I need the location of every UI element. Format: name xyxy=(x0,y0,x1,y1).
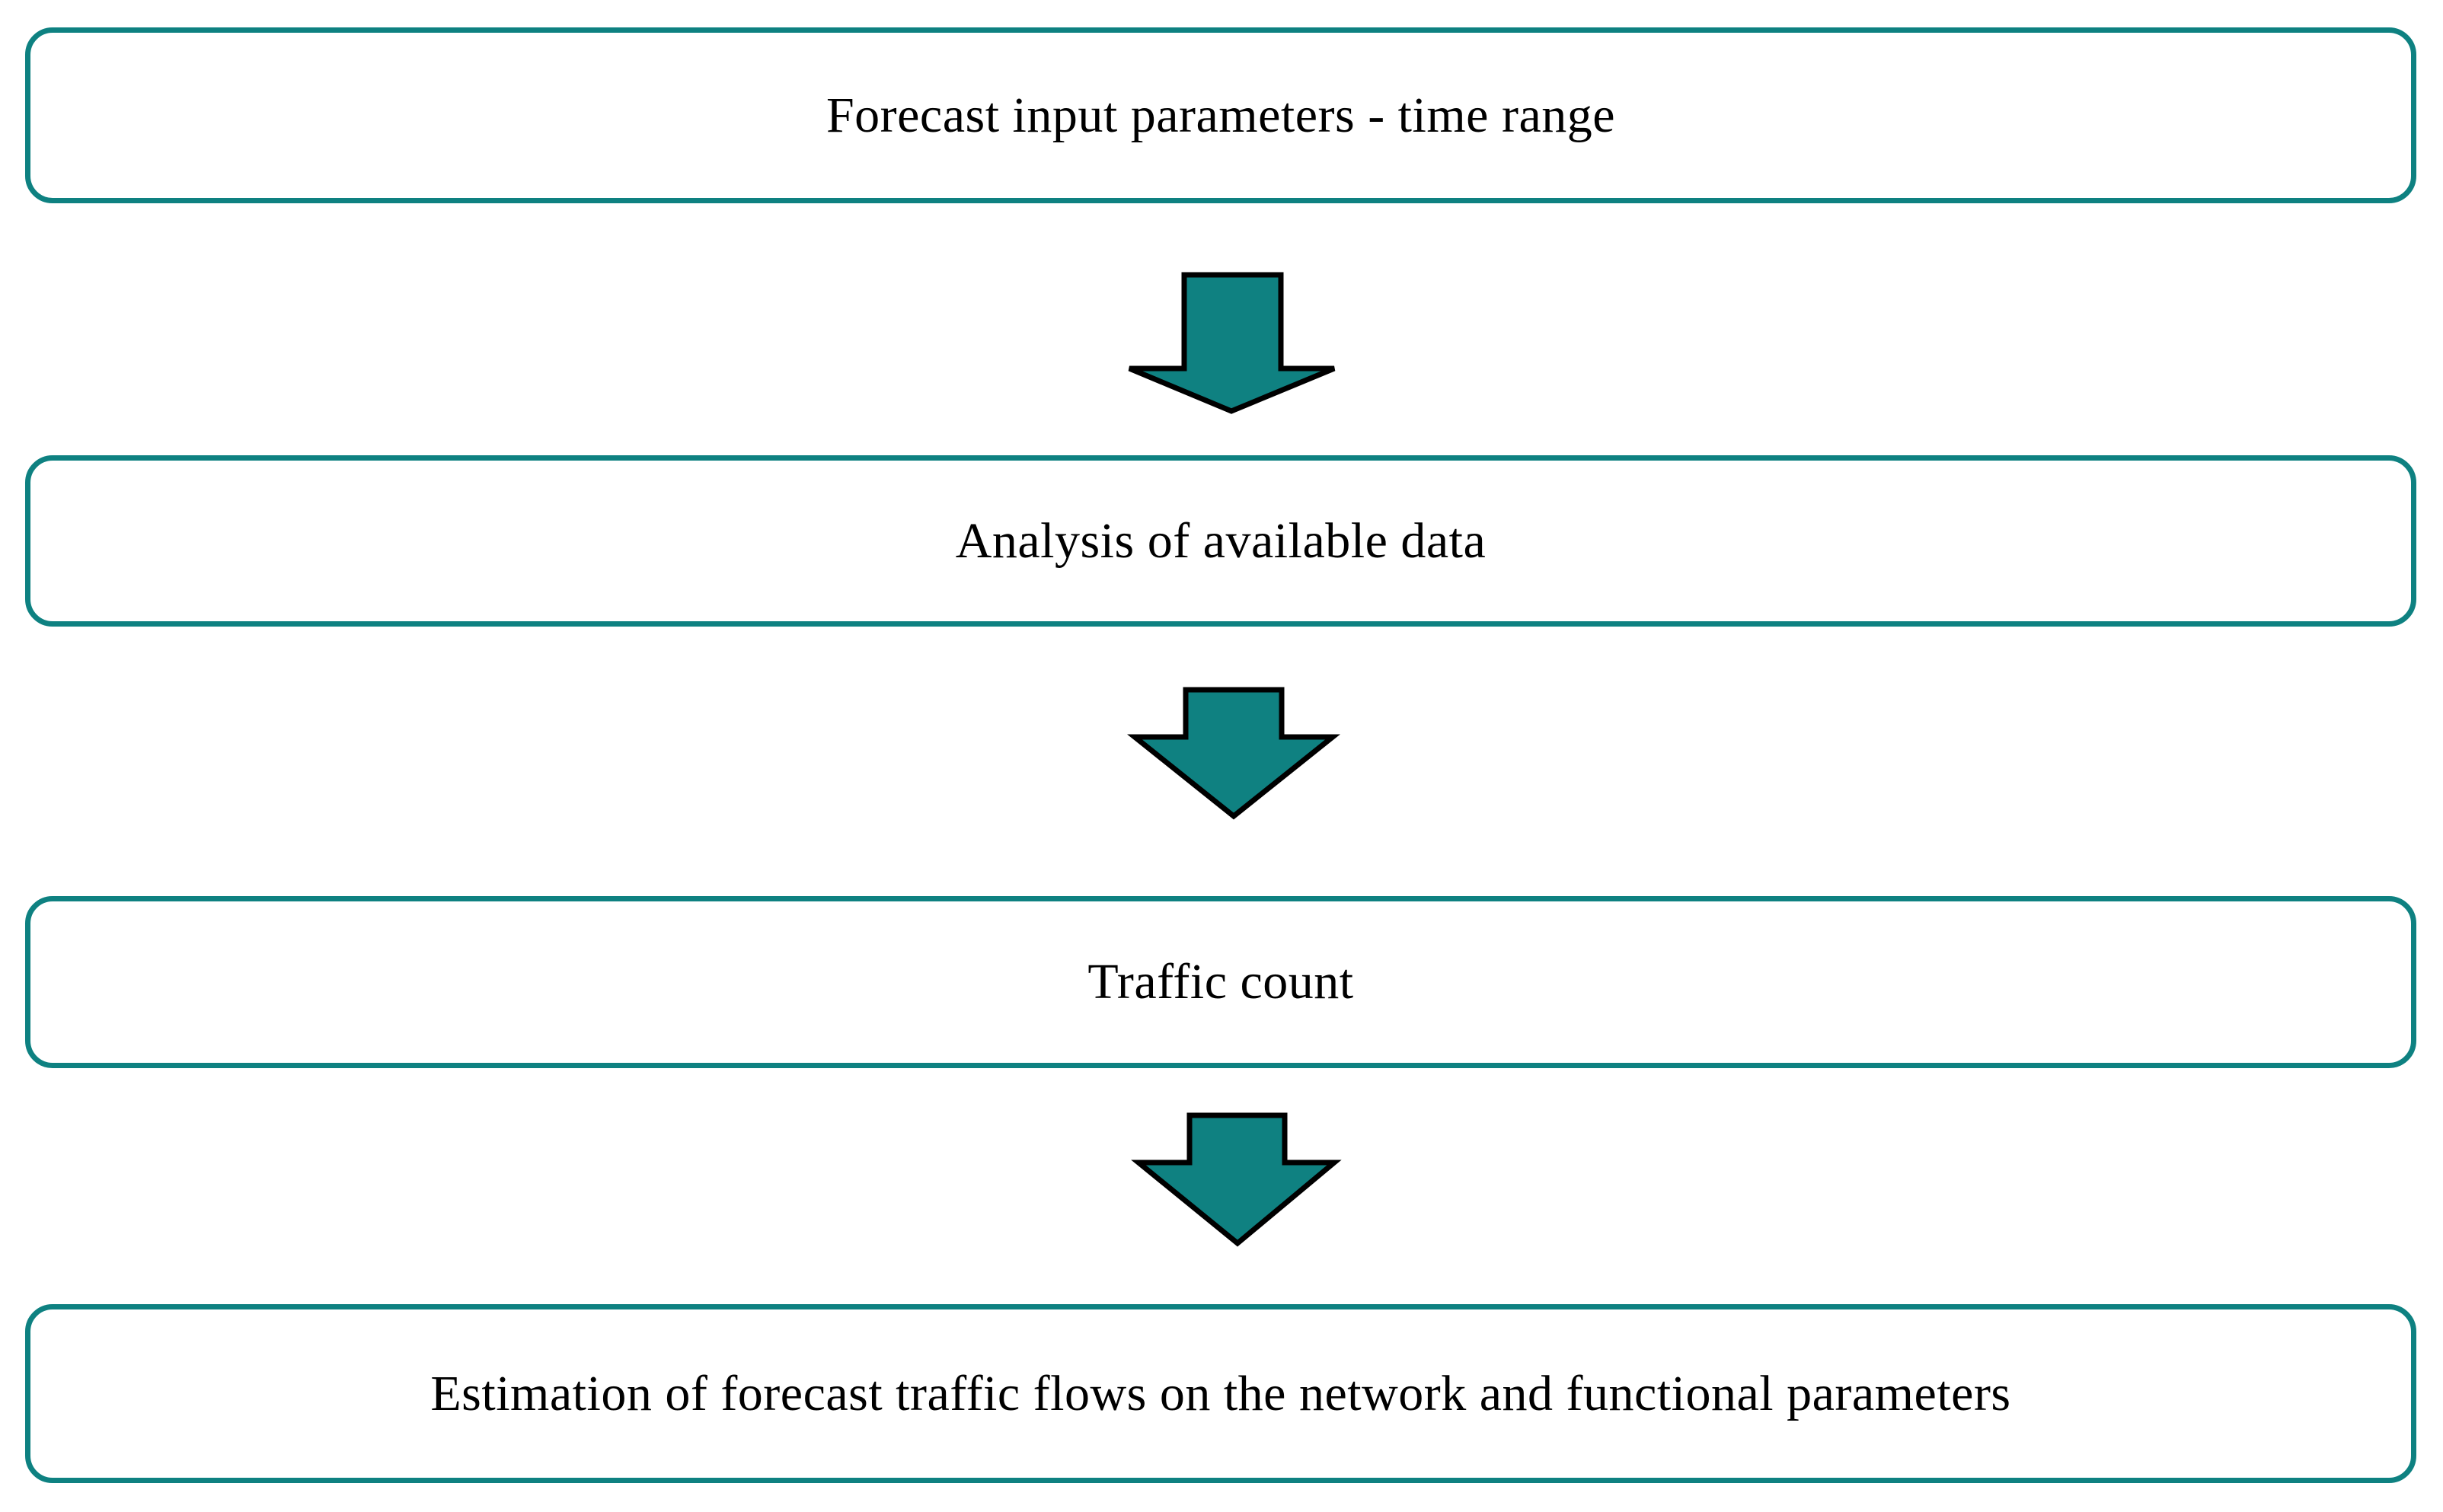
down-arrow-icon xyxy=(1131,1112,1342,1247)
flow-step-analysis-of-data: Analysis of available data xyxy=(25,455,2416,627)
down-arrow-icon xyxy=(1128,272,1336,414)
flow-step-label: Estimation of forecast traffic flows on … xyxy=(430,1365,2011,1421)
flow-step-estimation: Estimation of forecast traffic flows on … xyxy=(25,1304,2416,1483)
flow-step-traffic-count: Traffic count xyxy=(25,896,2416,1068)
flow-step-label: Forecast input parameters - time range xyxy=(826,87,1616,143)
down-arrow-icon xyxy=(1127,687,1340,820)
flow-step-label: Traffic count xyxy=(1087,954,1354,1010)
flow-step-forecast-input: Forecast input parameters - time range xyxy=(25,27,2416,203)
flow-step-label: Analysis of available data xyxy=(955,512,1487,569)
